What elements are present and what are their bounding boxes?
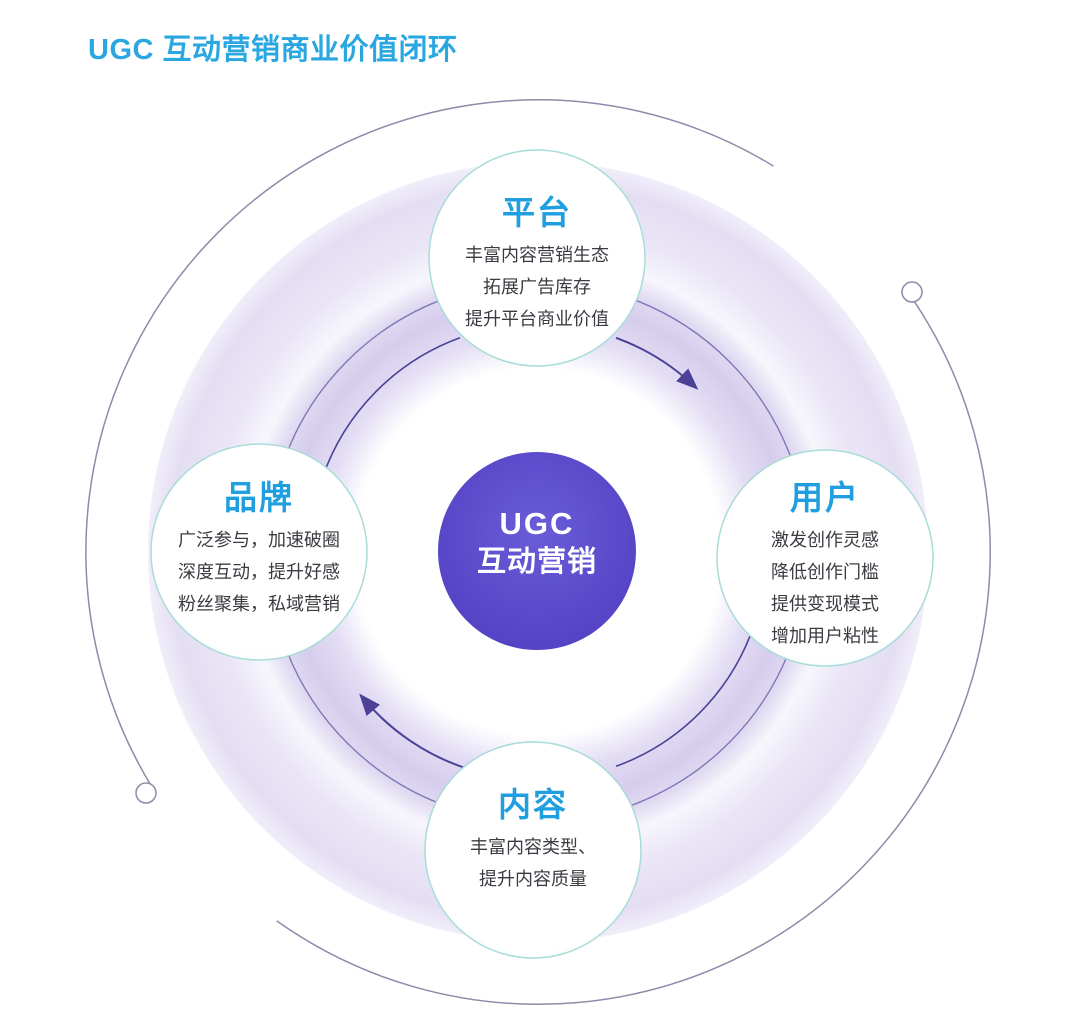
- clockwise-arrow-bottom-left-icon: [359, 693, 468, 770]
- outer-arc-bottom-right: [276, 294, 991, 1005]
- node-user-title: 用户: [790, 479, 860, 516]
- flow-arc-bottom-right: [615, 629, 754, 768]
- node-brand-line: 深度互动，提升好感: [178, 562, 340, 582]
- node-brand: 品牌 广泛参与，加速破圈 深度互动，提升好感 粉丝聚集，私域营销: [129, 471, 389, 620]
- outer-arc-end-dot-left: [135, 782, 157, 804]
- node-platform-line: 拓展广告库存: [483, 277, 591, 297]
- node-user-line: 激发创作灵感: [771, 530, 879, 550]
- clockwise-arrow-top-right-icon: [615, 336, 699, 390]
- node-content-line: 丰富内容类型、: [470, 837, 596, 857]
- node-content-line: 提升内容质量: [479, 869, 587, 889]
- node-user-line: 提供变现模式: [771, 594, 879, 614]
- node-circle-brand: [150, 443, 368, 661]
- node-user: 用户 激发创作灵感 降低创作门槛 提供变现模式 增加用户粘性: [695, 471, 955, 652]
- center-label-interactive-marketing: 互动营销: [476, 546, 597, 578]
- node-platform-title: 平台: [502, 194, 572, 231]
- node-circle-platform: [428, 149, 646, 367]
- node-brand-line: 粉丝聚集，私域营销: [178, 594, 340, 614]
- flow-arc-top-left: [321, 337, 461, 478]
- node-user-line: 降低创作门槛: [771, 562, 879, 582]
- center-label-ugc: UGC: [499, 506, 575, 541]
- node-brand-title: 品牌: [224, 479, 294, 516]
- center-label: UGC 互动营销: [427, 505, 647, 581]
- node-platform-line: 丰富内容营销生态: [465, 245, 609, 265]
- node-circle-content: [424, 741, 642, 959]
- outer-arc-end-dot-right: [901, 281, 923, 303]
- node-platform-line: 提升平台商业价值: [465, 309, 609, 329]
- node-content: 内容 丰富内容类型、 提升内容质量: [403, 778, 663, 895]
- node-user-line: 增加用户粘性: [771, 626, 879, 646]
- outer-arc-top-left: [85, 99, 774, 790]
- node-content-title: 内容: [498, 786, 568, 823]
- node-brand-line: 广泛参与，加速破圈: [178, 530, 340, 550]
- node-circle-user: [716, 449, 934, 667]
- center-circle: [438, 452, 636, 650]
- node-platform: 平台 丰富内容营销生态 拓展广告库存 提升平台商业价值: [407, 186, 667, 335]
- page-title: UGC 互动营销商业价值闭环: [88, 34, 458, 66]
